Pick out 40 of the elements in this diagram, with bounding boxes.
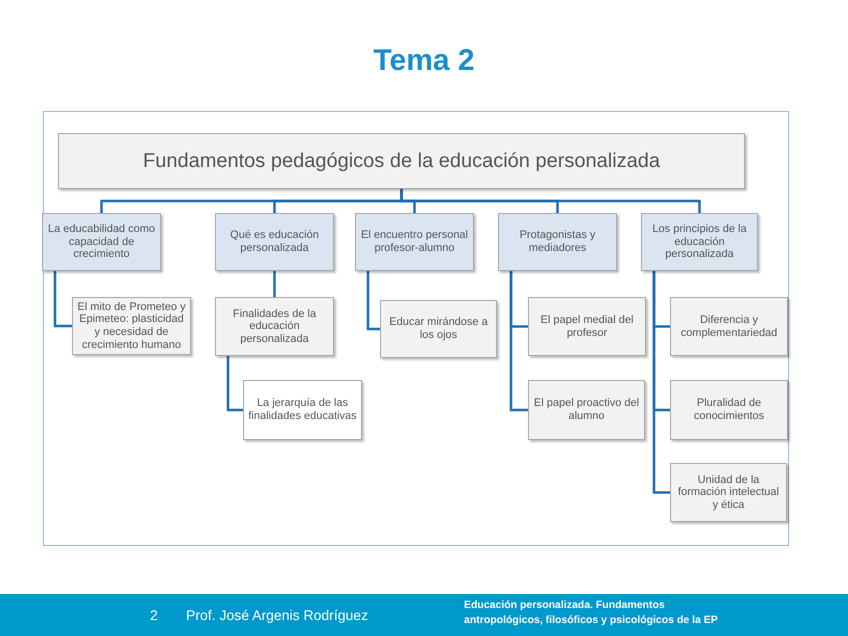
box-label: El papel medial del profesor xyxy=(540,314,634,340)
box-label: Unidad de la formación intelectual y ética xyxy=(677,474,780,512)
box-label: Los principios de la educación personalizada xyxy=(651,223,748,261)
concept-box xyxy=(670,297,788,356)
page-number: 2 xyxy=(150,606,159,625)
box-label: Fundamentos pedagógicos de la educación personalizada xyxy=(142,150,660,172)
concept-box xyxy=(670,380,788,440)
author-name: Prof. José Argenis Rodríguez xyxy=(186,606,370,625)
footer-title: Educación personalizada. Fundamentos antropológicos, filosóficos y psicológicos de la EP xyxy=(464,598,719,628)
topic-box xyxy=(58,133,745,189)
concept-box xyxy=(670,463,787,522)
concept-box xyxy=(641,213,758,271)
box-label: La educabilidad como capacidad de crecimiento xyxy=(46,223,156,261)
concept-box xyxy=(528,297,646,356)
concept-box xyxy=(42,213,161,271)
box-label: Educar mirándose a los ojos xyxy=(388,316,489,342)
concept-box xyxy=(215,297,334,356)
concept-box xyxy=(215,213,334,271)
connector-line xyxy=(226,356,243,412)
slide-title: Tema 2 xyxy=(372,44,476,78)
connector-line xyxy=(652,271,670,494)
connector-line xyxy=(54,271,72,328)
concept-box xyxy=(528,380,645,440)
concept-box xyxy=(355,213,474,271)
box-label: Diferencia y complementariedad xyxy=(680,314,778,340)
box-label: El encuentro personal profesor-alumno xyxy=(360,229,469,255)
box-label: La jerarquía de las finalidades educativas xyxy=(247,397,358,423)
concept-box xyxy=(380,300,497,358)
connector-line xyxy=(273,271,276,297)
concept-box xyxy=(498,213,617,271)
box-label: Qué es educación personalizada xyxy=(229,229,320,255)
box-label: El papel proactivo del alumno xyxy=(532,397,640,423)
connector-line xyxy=(366,271,380,330)
box-label: Pluralidad de conocimientos xyxy=(692,397,766,423)
box-label: El mito de Prometeo y Epimeteo: plasticidad y necesidad de crecimiento humano xyxy=(76,300,187,352)
box-label: Protagonistas y mediadores xyxy=(518,229,596,255)
box-label: Finalidades de la educación personalizada xyxy=(232,308,318,346)
concept-box xyxy=(243,380,362,440)
connector-line xyxy=(510,271,528,412)
connector-line xyxy=(400,189,701,213)
